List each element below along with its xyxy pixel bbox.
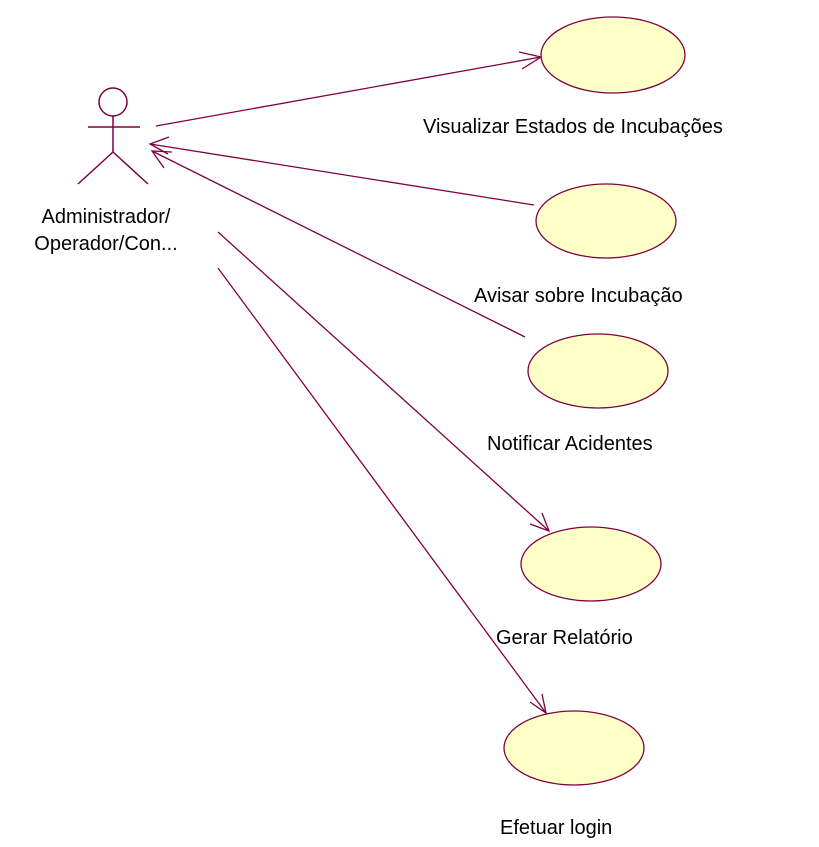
- actor-name: Administrador/ Operador/Con...: [1, 204, 211, 258]
- arrowhead-gerar: [529, 512, 551, 533]
- association-avisar: [149, 143, 535, 206]
- actor-icon[interactable]: [77, 87, 149, 185]
- actor-name-line1: Administrador/: [41, 206, 171, 228]
- use-case-efetuar-label: Efetuar login: [500, 817, 613, 839]
- use-case-gerar-label: Gerar Relatório: [496, 627, 633, 649]
- use-case-visualizar-ellipse[interactable]: [540, 16, 686, 94]
- arrowhead-notificar: [150, 150, 173, 169]
- use-case-gerar-ellipse[interactable]: [520, 526, 662, 602]
- use-case-notificar-ellipse[interactable]: [527, 333, 669, 409]
- actor-head: [98, 87, 128, 117]
- use-case-avisar-label: Avisar sobre Incubação: [474, 285, 683, 307]
- arrowhead-avisar: [148, 136, 170, 155]
- use-case-efetuar-ellipse[interactable]: [503, 710, 645, 786]
- association-visualizar: [155, 56, 542, 127]
- arrowhead-efetuar: [529, 693, 547, 715]
- association-efetuar: [217, 267, 547, 714]
- use-case-avisar-ellipse[interactable]: [535, 183, 677, 259]
- association-gerar: [217, 231, 550, 532]
- use-case-notificar-label: Notificar Acidentes: [487, 433, 653, 455]
- actor-left-leg: [77, 151, 114, 185]
- actor-right-leg: [112, 151, 149, 185]
- use-case-visualizar-label: Visualizar Estados de Incubações: [423, 116, 723, 138]
- actor-name-line2: Operador/Con...: [34, 233, 178, 255]
- association-notificar: [151, 150, 526, 338]
